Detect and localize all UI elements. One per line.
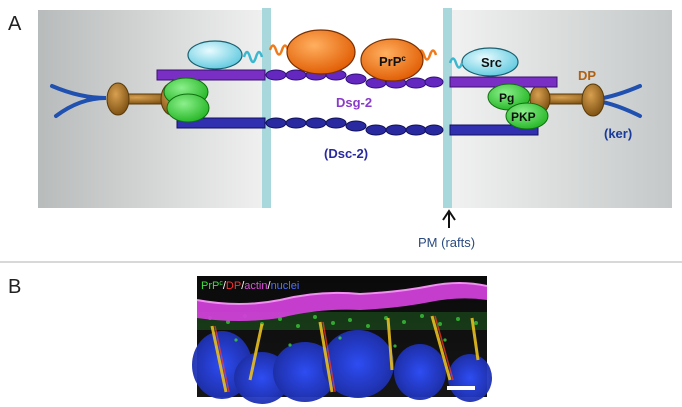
- ker-label: (ker): [604, 126, 632, 141]
- legend-dp: DP: [226, 280, 241, 292]
- gpi-anchor-right-orange: [416, 49, 438, 61]
- panel-b-label: B: [8, 276, 21, 298]
- pm-rafts-label: PM (rafts): [418, 235, 475, 250]
- legend-slash-2: /: [241, 280, 245, 292]
- dsg2-ectodomain: [265, 69, 444, 89]
- src-left: [187, 40, 243, 70]
- gpi-anchor-right-cyan: [448, 57, 464, 69]
- dsc2-right-tail: [449, 124, 539, 136]
- src-label: Src: [481, 55, 502, 70]
- left-membrane: [262, 8, 271, 208]
- dsc2-ectodomain: [265, 117, 444, 136]
- legend-slash-1: /: [223, 280, 227, 292]
- micrograph: PrPc/DP/actin/nuclei: [192, 276, 492, 404]
- right-cell: [446, 10, 672, 208]
- actin-stain: [197, 283, 487, 321]
- legend-prpc: PrP: [201, 280, 219, 292]
- legend-nuclei: nuclei: [271, 280, 300, 292]
- membrane-arrow: [442, 209, 456, 228]
- src-right: [461, 47, 519, 77]
- scale-bar: [447, 386, 475, 390]
- right-membrane: [443, 8, 452, 208]
- prpc-right: [360, 38, 424, 82]
- panel-a-label: A: [8, 13, 22, 35]
- stain-legend: PrPc/DP/actin/nuclei: [201, 280, 299, 292]
- dsc2-label: (Dsc-2): [324, 146, 368, 161]
- gpi-anchor-left-orange: [268, 44, 290, 56]
- legend-prpc-sup: c: [219, 280, 223, 287]
- dp-stain: [210, 315, 480, 393]
- legend-slash-3: /: [268, 280, 272, 292]
- gpi-anchor-left-cyan: [242, 50, 264, 64]
- pkp-label: PKP: [511, 110, 536, 124]
- dsg2-left-tail: [156, 69, 266, 81]
- keratin-left: [50, 84, 107, 118]
- dsg2-label: Dsg-2: [336, 95, 372, 110]
- prpc-left: [286, 29, 356, 75]
- dsc2-left-tail: [176, 117, 266, 129]
- plakophilin-left: [166, 93, 210, 123]
- pg-label: Pg: [499, 91, 514, 105]
- dp-label: DP: [578, 68, 596, 83]
- prpc-label: PrPc: [379, 54, 406, 69]
- plakophilin-right: [505, 102, 549, 130]
- legend-actin: actin: [244, 280, 267, 292]
- left-cell: [38, 10, 264, 208]
